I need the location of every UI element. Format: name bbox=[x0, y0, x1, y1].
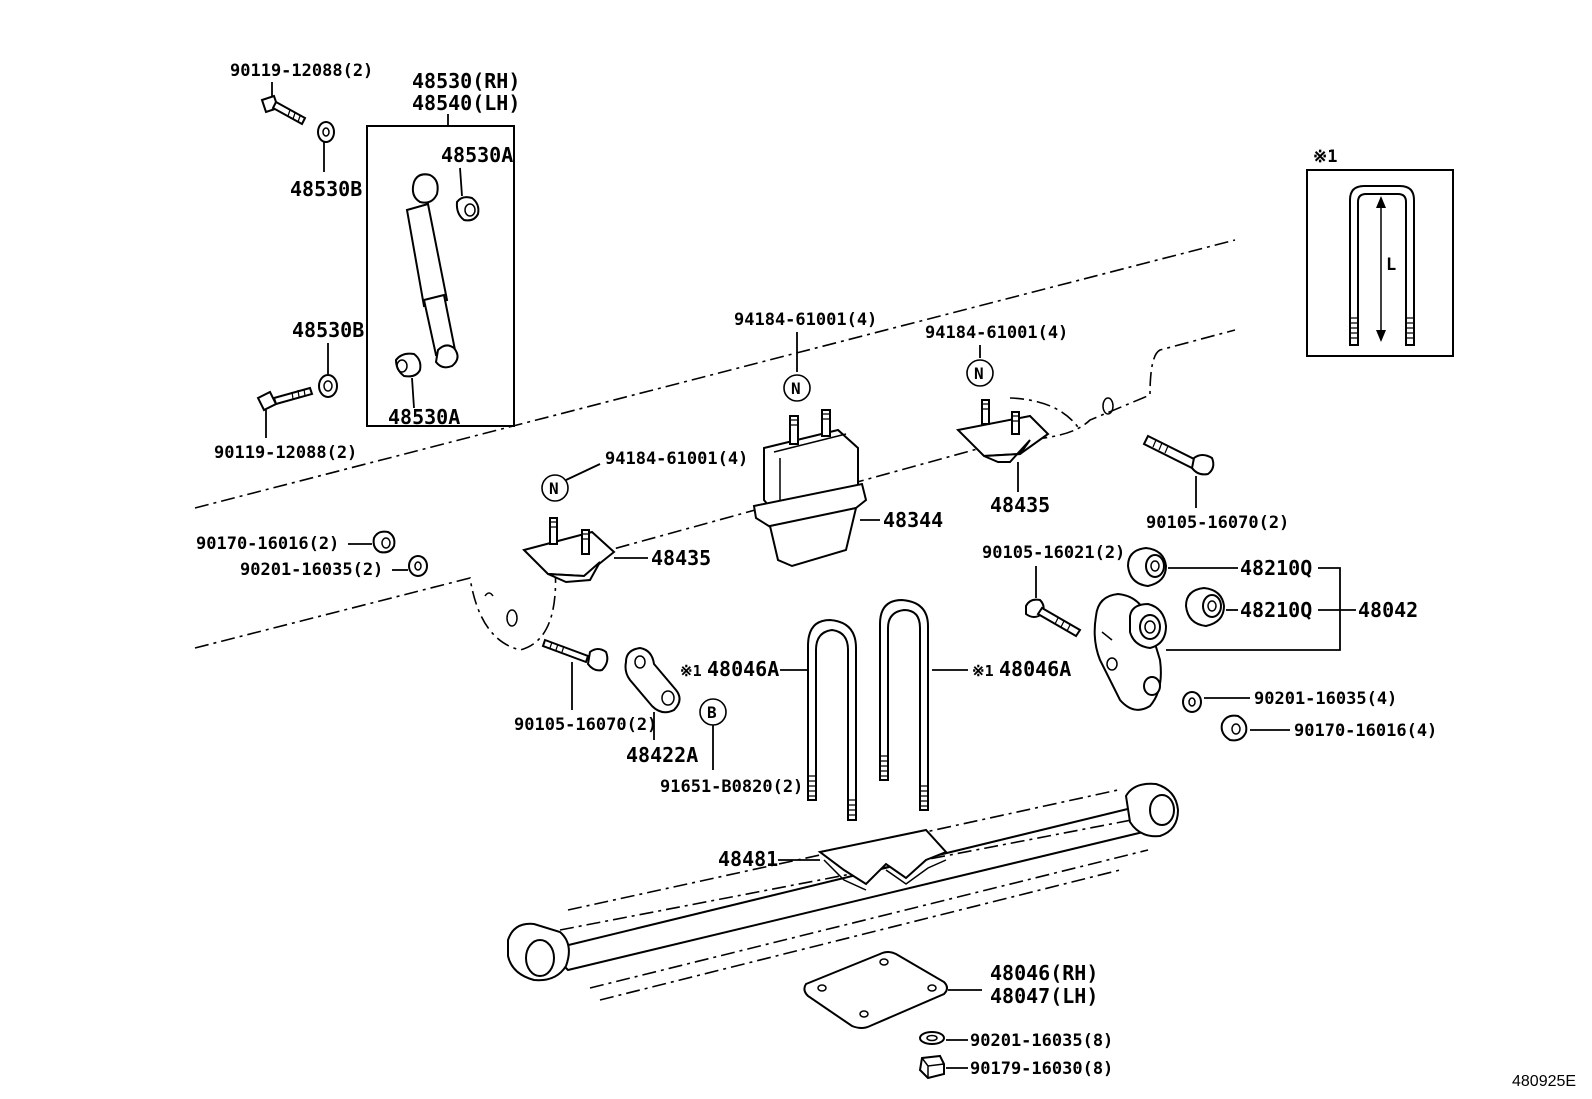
shock-assembly-lh-label: 48540(LH) bbox=[412, 91, 520, 115]
u-bolt-left-group: ※1 48046A bbox=[680, 618, 857, 821]
shock-absorber-group: 48530(RH) 48540(LH) 48530A 48530A bbox=[214, 61, 520, 463]
front-bracket-label: 48422A bbox=[626, 743, 698, 767]
shock-bolt-lower bbox=[256, 386, 314, 412]
bumper-center-nut-label: 94184-61001(4) bbox=[734, 310, 877, 330]
shock-bolt-lower-label: 90119-12088(2) bbox=[214, 443, 357, 463]
rear-washer-label: 90201-16035(4) bbox=[1254, 689, 1397, 709]
shock-bolt-upper-label: 90119-12088(2) bbox=[230, 61, 373, 81]
shock-assembly-rh-label: 48530(RH) bbox=[412, 69, 520, 93]
shock-washer-upper bbox=[317, 121, 335, 143]
shock-bushing-lower bbox=[394, 352, 422, 378]
spring-nut-label: 90179-16030(8) bbox=[970, 1059, 1113, 1079]
u-bolt-left-note: ※1 bbox=[680, 662, 702, 680]
shock-bolt-upper bbox=[260, 94, 307, 126]
dimension-label: L bbox=[1386, 255, 1396, 275]
shock-washer-upper-label: 48530B bbox=[290, 177, 362, 201]
front-bracket bbox=[624, 646, 681, 714]
spring-washer bbox=[919, 1031, 945, 1045]
rear-bushing-2 bbox=[1184, 586, 1226, 628]
badge-b-text: B bbox=[707, 703, 717, 722]
u-bolt-length-inset: ※1 L bbox=[1306, 147, 1454, 357]
spring-washer-label: 90201-16035(8) bbox=[970, 1031, 1113, 1051]
front-nut bbox=[372, 530, 396, 554]
bumper-center bbox=[752, 409, 868, 568]
front-hanger-group: 90170-16016(2) 90201-16035(2) 90105-1607… bbox=[196, 530, 803, 797]
spring-plate-lh-label: 48047(LH) bbox=[990, 984, 1098, 1008]
inset-title: ※1 bbox=[1313, 147, 1337, 167]
rear-bolt bbox=[1025, 598, 1082, 638]
rear-shackle bbox=[1093, 592, 1168, 711]
u-bolt-left-label: 48046A bbox=[707, 657, 779, 681]
diagram-code: 480925E bbox=[1512, 1073, 1576, 1090]
rear-nut-label: 90170-16016(4) bbox=[1294, 721, 1437, 741]
shock-absorber bbox=[405, 173, 459, 369]
front-bolt-label: 90105-16070(2) bbox=[514, 715, 657, 735]
u-bolt-left bbox=[807, 618, 857, 821]
u-bolt-right-label: 48046A bbox=[999, 657, 1071, 681]
bumper-left-group: N 94184-61001(4) 48435 bbox=[522, 449, 748, 584]
front-nut-label: 90170-16016(2) bbox=[196, 534, 339, 554]
shock-bushing-upper bbox=[455, 196, 480, 222]
spring-plate bbox=[803, 951, 948, 1029]
badge-n-center bbox=[783, 374, 811, 402]
rear-bolt-label: 90105-16021(2) bbox=[982, 543, 1125, 563]
rear-bushing-2-label: 48210Q bbox=[1240, 598, 1312, 622]
u-bolt-right-note: ※1 bbox=[972, 662, 994, 680]
spring-seat bbox=[817, 828, 948, 891]
inset-u-bolt bbox=[1349, 185, 1415, 346]
u-bolt-right-group: ※1 48046A bbox=[879, 598, 1071, 811]
bumper-left-nut-label: 94184-61001(4) bbox=[605, 449, 748, 469]
bumper-center-label: 48344 bbox=[883, 508, 943, 532]
u-bolt-right bbox=[879, 598, 929, 811]
rear-bushing-1 bbox=[1126, 546, 1168, 588]
front-bolt bbox=[541, 638, 609, 672]
rear-nut bbox=[1220, 714, 1248, 742]
rear-shackle-group: 90105-16070(2) 90105-16021(2) 48210Q 482… bbox=[982, 434, 1437, 742]
shock-washer-lower-label: 48530B bbox=[292, 318, 364, 342]
inset-box bbox=[1306, 169, 1454, 357]
spring-nut bbox=[918, 1054, 945, 1080]
badge-n-right bbox=[966, 359, 994, 387]
shock-bushing-upper-label: 48530A bbox=[441, 143, 513, 167]
shock-bracket-box bbox=[366, 125, 515, 427]
front-washer bbox=[408, 555, 428, 577]
badge-n-right-text: N bbox=[974, 364, 984, 383]
front-washer-label: 90201-16035(2) bbox=[240, 560, 383, 580]
bumper-right-group: 94184-61001(4) N 48435 bbox=[925, 323, 1068, 517]
rear-shackle-label: 48042 bbox=[1358, 598, 1418, 622]
bumper-left-label: 48435 bbox=[651, 546, 711, 570]
frame-rail bbox=[194, 239, 1236, 651]
front-pin-label: 91651-B0820(2) bbox=[660, 777, 803, 797]
bumper-left bbox=[522, 517, 616, 584]
badge-n-left bbox=[541, 474, 569, 502]
rear-washer bbox=[1182, 691, 1202, 713]
shock-washer-lower bbox=[318, 374, 338, 398]
badge-n-left-text: N bbox=[549, 479, 559, 498]
spring-seat-group: 48481 48046(RH) 48047(LH) 90201-16035(8)… bbox=[718, 828, 1113, 1080]
bumper-right-nut-label: 94184-61001(4) bbox=[925, 323, 1068, 343]
rear-top-bolt bbox=[1142, 434, 1215, 476]
rear-top-bolt-label: 90105-16070(2) bbox=[1146, 513, 1289, 533]
bumper-right bbox=[955, 399, 1050, 463]
spring-plate-rh-label: 48046(RH) bbox=[990, 961, 1098, 985]
bumper-center-group: 94184-61001(4) N 48344 bbox=[734, 310, 943, 568]
badge-n-center-text: N bbox=[791, 379, 801, 398]
shock-bushing-lower-label: 48530A bbox=[388, 405, 460, 429]
spring-seat-label: 48481 bbox=[718, 847, 778, 871]
rear-bushing-1-label: 48210Q bbox=[1240, 556, 1312, 580]
bumper-right-label: 48435 bbox=[990, 493, 1050, 517]
